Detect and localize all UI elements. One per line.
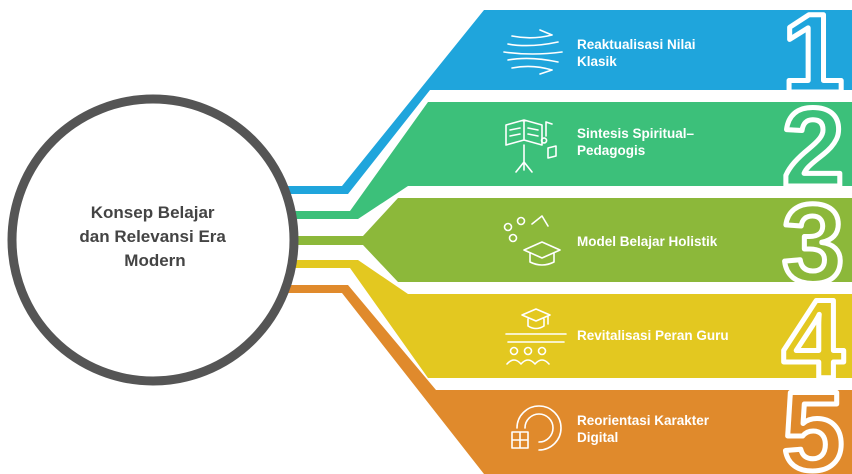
band-4-label-line-1: Revitalisasi Peran Guru — [577, 328, 729, 343]
band-2-label-line-2: Pedagogis — [577, 143, 645, 158]
band-2-number: 2 — [782, 85, 844, 210]
band-2-icon — [505, 119, 557, 173]
band-5-label-line-2: Digital — [577, 430, 618, 445]
band-3-number: 3 — [782, 181, 844, 306]
band-5-label-line-1: Reorientasi Karakter — [577, 413, 710, 428]
band-2-shape — [290, 102, 852, 219]
center-node: Konsep Belajar dan Relevansi Era Modern — [7, 94, 299, 386]
band-4: Revitalisasi Peran Guru 4 — [290, 260, 852, 405]
band-2: Sintesis Spiritual– Pedagogis 2 — [290, 83, 852, 219]
band-2-label: Sintesis Spiritual– Pedagogis — [577, 126, 698, 158]
band-1-label: Reaktualisasi Nilai Klasik — [577, 37, 699, 69]
band-5-label: Reorientasi Karakter Digital — [577, 413, 713, 445]
band-5-shape — [285, 285, 852, 474]
center-circle — [7, 94, 299, 386]
band-5-icon — [511, 405, 562, 451]
band-2-label-line-1: Sintesis Spiritual– — [577, 126, 695, 141]
band-3: Model Belajar Holistik 3 — [292, 179, 852, 309]
band-1: Reaktualisasi Nilai Klasik 1 — [285, 0, 852, 194]
band-5: Reorientasi Karakter Digital 5 — [285, 285, 852, 474]
band-4-number: 4 — [782, 277, 844, 402]
band-1-number: 1 — [782, 0, 844, 116]
band-4-icon — [505, 308, 567, 365]
band-3-label-line-1: Model Belajar Holistik — [577, 234, 718, 249]
center-title-line-3: Modern — [124, 251, 185, 270]
band-3-icon — [503, 215, 561, 266]
band-1-shape — [285, 10, 852, 194]
band-1-icon — [503, 29, 563, 75]
band-1-label-line-1: Reaktualisasi Nilai — [577, 37, 696, 52]
band-4-label: Revitalisasi Peran Guru — [577, 328, 729, 343]
center-title: Konsep Belajar dan Relevansi Era Modern — [79, 203, 230, 270]
center-title-line-1: Konsep Belajar — [91, 203, 215, 222]
band-4-shape — [290, 260, 852, 378]
center-title-line-2: dan Relevansi Era — [79, 227, 226, 246]
band-1-label-line-2: Klasik — [577, 54, 617, 69]
band-3-shape — [292, 198, 852, 282]
band-5-number: 5 — [782, 369, 844, 474]
band-3-label: Model Belajar Holistik — [577, 234, 718, 249]
